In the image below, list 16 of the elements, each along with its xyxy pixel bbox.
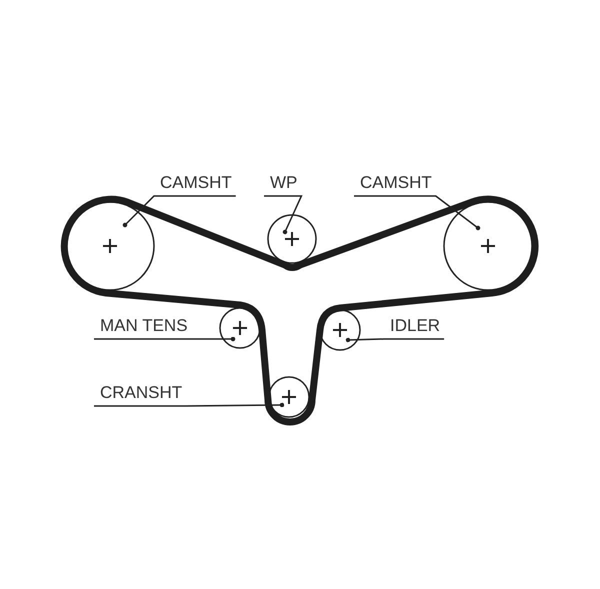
leader-line [94,336,236,342]
leader-line [122,195,236,228]
leader-line [346,338,444,342]
part-label: MAN TENS [100,316,188,336]
part-label: CAMSHT [360,173,432,193]
leader-line [354,195,480,230]
part-label: IDLER [390,316,440,336]
pulley-drawing [219,307,261,349]
part-label: CRANSHT [100,383,182,403]
pulley-drawing [267,214,317,264]
part-label: WP [270,173,298,193]
leader-line [264,195,303,234]
leader-line [94,402,284,408]
pulley-drawing [443,201,533,291]
part-label: CAMSHT [160,173,232,193]
pulley-drawing [268,376,310,418]
